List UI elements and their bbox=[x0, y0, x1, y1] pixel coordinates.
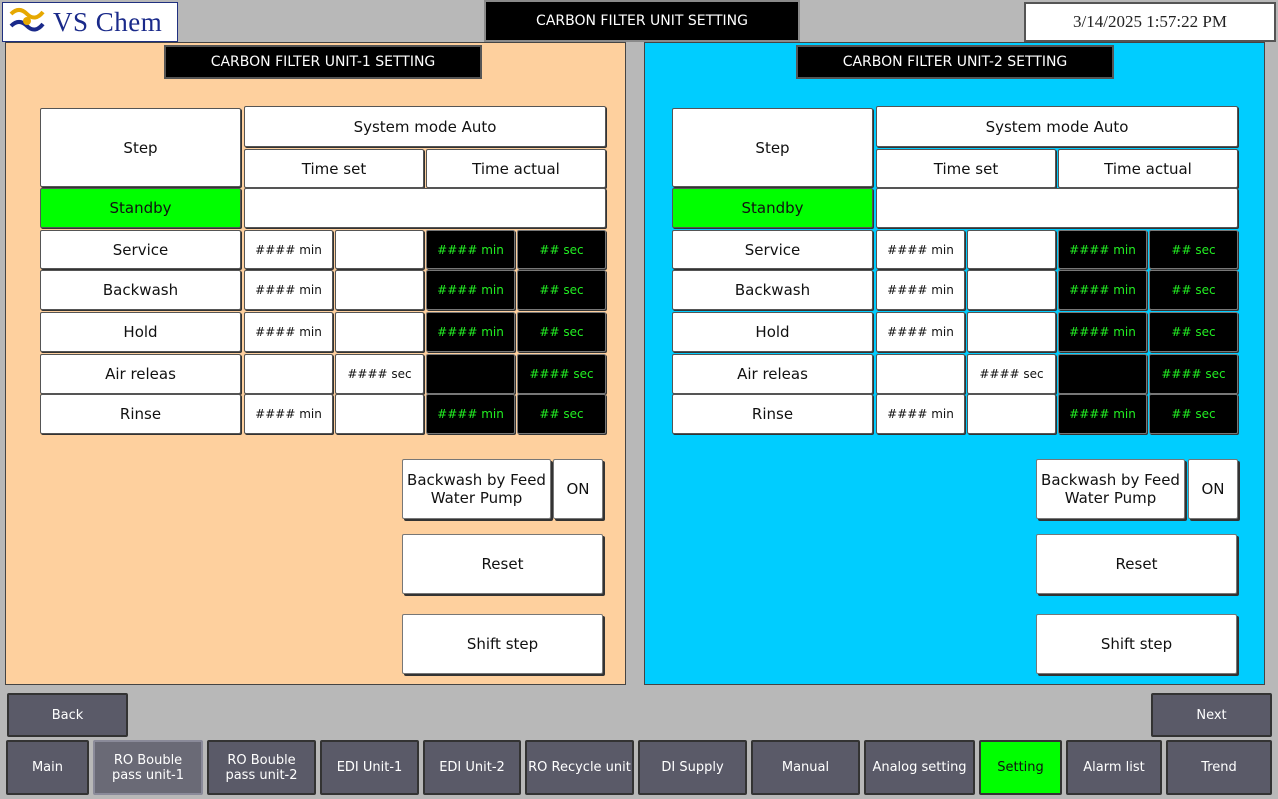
tab-trend[interactable]: Trend bbox=[1166, 740, 1272, 795]
next-button[interactable]: Next bbox=[1151, 693, 1272, 737]
shift-step-button[interactable]: Shift step bbox=[1036, 614, 1237, 674]
step-label-air-release: Air releas bbox=[40, 354, 241, 394]
rinse-set-min-field[interactable]: #### min bbox=[244, 394, 333, 434]
hold-actual-min: #### min bbox=[426, 312, 515, 352]
unit-2-title: CARBON FILTER UNIT-2 SETTING bbox=[796, 45, 1114, 79]
step-label-hold: Hold bbox=[40, 312, 241, 352]
vs-chem-logo: VS Chem bbox=[2, 2, 178, 42]
time-actual-header: Time actual bbox=[1058, 149, 1238, 188]
backwash-set-min-field[interactable]: #### min bbox=[244, 270, 333, 310]
standby-indicator: Standby bbox=[40, 188, 241, 228]
step-label-backwash: Backwash bbox=[672, 270, 873, 310]
backwash-feed-pump-state[interactable]: ON bbox=[1188, 459, 1238, 519]
step-header: Step bbox=[672, 108, 873, 187]
service-set-min-field[interactable]: #### min bbox=[244, 230, 333, 269]
air-release-actual-sec: #### sec bbox=[1149, 354, 1238, 394]
backwash-feed-pump-state[interactable]: ON bbox=[553, 459, 603, 519]
unit-2-panel: CARBON FILTER UNIT-2 SETTING Step System… bbox=[644, 42, 1265, 685]
backwash-set-min-field[interactable]: #### min bbox=[876, 270, 965, 310]
backwash-actual-min: #### min bbox=[426, 270, 515, 310]
tab-edi-unit-2[interactable]: EDI Unit-2 bbox=[423, 740, 521, 795]
back-button[interactable]: Back bbox=[7, 693, 128, 737]
service-set-min-field[interactable]: #### min bbox=[876, 230, 965, 269]
step-label-air-release: Air releas bbox=[672, 354, 873, 394]
standby-blank bbox=[244, 188, 606, 228]
tab-ro-double-pass-unit-1[interactable]: RO Bouble pass unit-1 bbox=[93, 740, 203, 795]
rinse-set-sec-field bbox=[335, 394, 424, 434]
rinse-actual-sec: ## sec bbox=[517, 394, 606, 434]
rinse-set-min-field[interactable]: #### min bbox=[876, 394, 965, 434]
service-actual-min: #### min bbox=[1058, 230, 1147, 269]
air-release-actual-min bbox=[1058, 354, 1147, 394]
mode-header: System mode Auto bbox=[244, 106, 606, 147]
screen-title: CARBON FILTER UNIT SETTING bbox=[484, 0, 800, 42]
logo-text: VS Chem bbox=[53, 6, 163, 37]
time-actual-header: Time actual bbox=[426, 149, 606, 188]
backwash-actual-min: #### min bbox=[1058, 270, 1147, 310]
hold-set-min-field[interactable]: #### min bbox=[244, 312, 333, 352]
backwash-set-sec-field bbox=[967, 270, 1056, 310]
unit-1-panel: CARBON FILTER UNIT-1 SETTING Step System… bbox=[5, 42, 626, 685]
air-release-set-sec-field[interactable]: #### sec bbox=[335, 354, 424, 394]
tab-di-supply[interactable]: DI Supply bbox=[638, 740, 747, 795]
rinse-actual-min: #### min bbox=[1058, 394, 1147, 434]
step-label-rinse: Rinse bbox=[672, 394, 873, 434]
hold-set-sec-field bbox=[335, 312, 424, 352]
rinse-actual-sec: ## sec bbox=[1149, 394, 1238, 434]
service-set-sec-field bbox=[335, 230, 424, 269]
backwash-feed-pump-button[interactable]: Backwash by Feed Water Pump bbox=[402, 459, 551, 519]
air-release-set-min-field bbox=[244, 354, 333, 394]
backwash-actual-sec: ## sec bbox=[1149, 270, 1238, 310]
step-label-service: Service bbox=[40, 230, 241, 269]
step-header: Step bbox=[40, 108, 241, 187]
hold-actual-sec: ## sec bbox=[1149, 312, 1238, 352]
tab-alarm-list[interactable]: Alarm list bbox=[1066, 740, 1162, 795]
time-set-header: Time set bbox=[244, 149, 424, 188]
standby-blank bbox=[876, 188, 1238, 228]
backwash-set-sec-field bbox=[335, 270, 424, 310]
unit-1-title: CARBON FILTER UNIT-1 SETTING bbox=[164, 45, 482, 79]
hold-set-sec-field bbox=[967, 312, 1056, 352]
tab-analog-setting[interactable]: Analog setting bbox=[864, 740, 975, 795]
service-set-sec-field bbox=[967, 230, 1056, 269]
tab-setting[interactable]: Setting bbox=[979, 740, 1062, 795]
time-set-header: Time set bbox=[876, 149, 1056, 188]
shift-step-button[interactable]: Shift step bbox=[402, 614, 603, 674]
air-release-set-min-field bbox=[876, 354, 965, 394]
air-release-set-sec-field[interactable]: #### sec bbox=[967, 354, 1056, 394]
step-label-backwash: Backwash bbox=[40, 270, 241, 310]
rinse-set-sec-field bbox=[967, 394, 1056, 434]
rinse-actual-min: #### min bbox=[426, 394, 515, 434]
reset-button[interactable]: Reset bbox=[402, 534, 603, 594]
backwash-feed-pump-button[interactable]: Backwash by Feed Water Pump bbox=[1036, 459, 1185, 519]
step-label-service: Service bbox=[672, 230, 873, 269]
tab-main[interactable]: Main bbox=[6, 740, 89, 795]
standby-indicator: Standby bbox=[672, 188, 873, 228]
datetime-display: 3/14/2025 1:57:22 PM bbox=[1024, 2, 1276, 42]
mode-header: System mode Auto bbox=[876, 106, 1238, 147]
hold-set-min-field[interactable]: #### min bbox=[876, 312, 965, 352]
vs-chem-logo-icon bbox=[9, 8, 45, 32]
service-actual-sec: ## sec bbox=[1149, 230, 1238, 269]
reset-button[interactable]: Reset bbox=[1036, 534, 1237, 594]
tab-manual[interactable]: Manual bbox=[751, 740, 860, 795]
tab-edi-unit-1[interactable]: EDI Unit-1 bbox=[320, 740, 419, 795]
hold-actual-sec: ## sec bbox=[517, 312, 606, 352]
air-release-actual-sec: #### sec bbox=[517, 354, 606, 394]
step-label-hold: Hold bbox=[672, 312, 873, 352]
step-label-rinse: Rinse bbox=[40, 394, 241, 434]
service-actual-min: #### min bbox=[426, 230, 515, 269]
service-actual-sec: ## sec bbox=[517, 230, 606, 269]
tab-ro-recycle-unit[interactable]: RO Recycle unit bbox=[525, 740, 634, 795]
tab-ro-double-pass-unit-2[interactable]: RO Bouble pass unit-2 bbox=[207, 740, 316, 795]
air-release-actual-min bbox=[426, 354, 515, 394]
hold-actual-min: #### min bbox=[1058, 312, 1147, 352]
backwash-actual-sec: ## sec bbox=[517, 270, 606, 310]
